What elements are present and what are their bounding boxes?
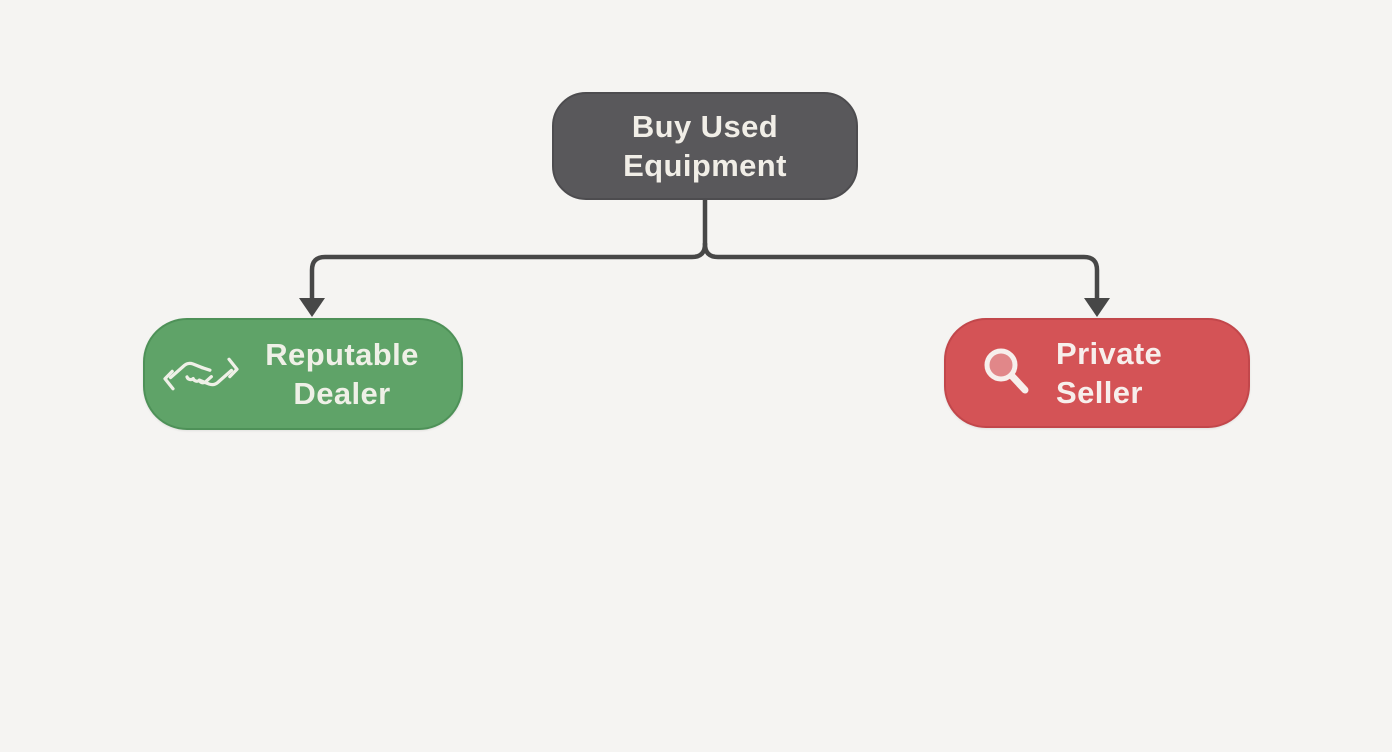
magnifier-icon <box>980 344 1036 402</box>
node-buy-used-equipment-label: Buy Used Equipment <box>623 107 787 185</box>
node-private-seller-label: Private Seller <box>1056 334 1162 412</box>
node-private-seller: Private Seller <box>944 318 1250 428</box>
arrowhead-seller <box>1084 298 1110 317</box>
node-reputable-dealer-line1: Reputable <box>265 336 419 372</box>
node-reputable-dealer: Reputable Dealer <box>143 318 463 430</box>
node-reputable-dealer-label: Reputable Dealer <box>241 335 443 413</box>
handshake-icon <box>161 345 241 403</box>
edge-root-to-dealer <box>309 241 708 302</box>
arrowhead-dealer <box>299 298 325 317</box>
node-buy-used-equipment: Buy Used Equipment <box>552 92 858 200</box>
edge-root-to-seller <box>702 241 1100 302</box>
node-buy-used-equipment-line2: Equipment <box>623 148 787 183</box>
node-private-seller-line2: Seller <box>1056 375 1143 410</box>
node-buy-used-equipment-line1: Buy Used <box>631 108 779 144</box>
node-reputable-dealer-line2: Dealer <box>293 376 391 411</box>
node-private-seller-line1: Private <box>1056 335 1163 371</box>
